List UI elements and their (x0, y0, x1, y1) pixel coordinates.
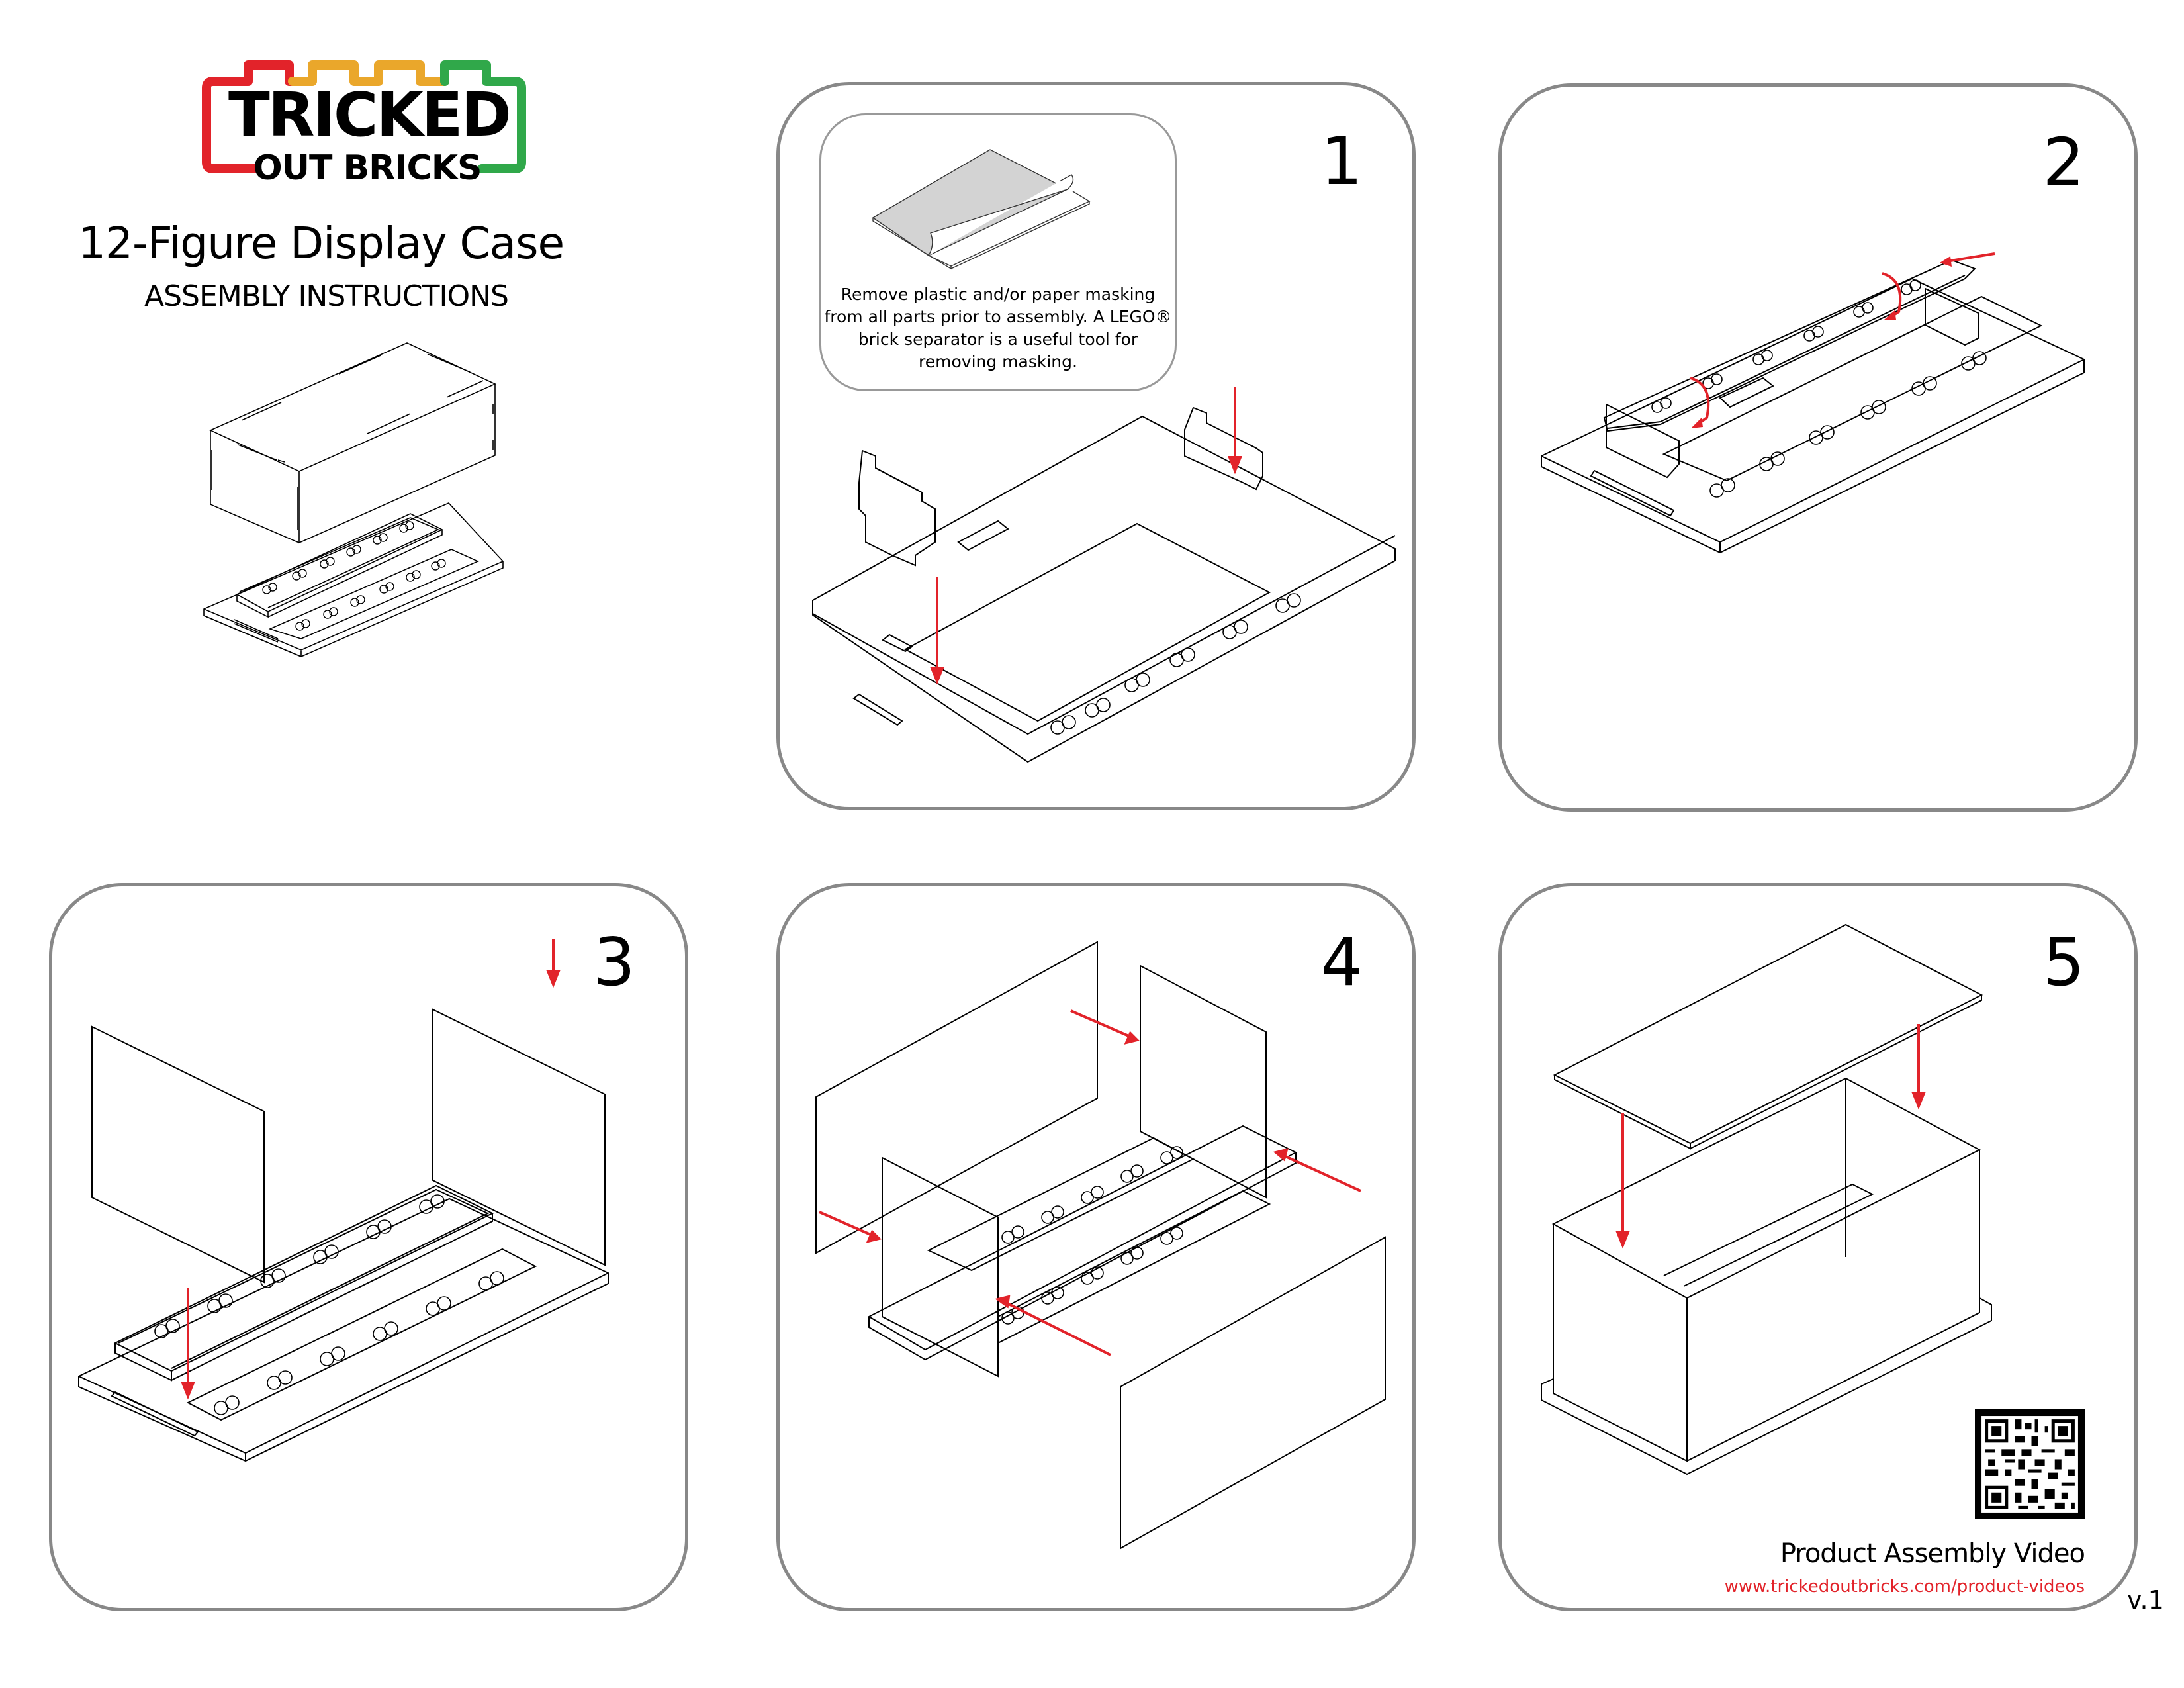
document-title: 12-Figure Display Case (78, 218, 565, 269)
brick-outline-icon (202, 60, 526, 173)
step5-illustration (1541, 923, 1992, 1476)
insert-arrows (181, 939, 561, 1400)
step-panel-2: 2 (1498, 83, 2138, 812)
video-url-link[interactable]: www.trickedoutbricks.com/product-videos (1724, 1577, 2085, 1597)
step-panel-3: 3 (49, 883, 688, 1611)
step4-illustration (815, 941, 1386, 1550)
peel-masking-icon (872, 149, 1091, 270)
step-number: 1 (1320, 122, 1363, 200)
qr-code-icon[interactable] (1975, 1409, 2085, 1519)
step1-illustration (812, 406, 1396, 763)
step-number: 2 (2042, 124, 2085, 201)
step-number: 4 (1320, 923, 1363, 1001)
step-number: 3 (593, 923, 635, 1001)
step3-illustration (78, 1008, 609, 1462)
insert-arrows (930, 387, 1242, 685)
attach-arrows (819, 1009, 1361, 1356)
version-label: v.1 (2127, 1585, 2164, 1615)
document-subtitle: ASSEMBLY INSTRUCTIONS (144, 279, 509, 313)
lid-arrows (1615, 1024, 1926, 1249)
masking-note-text: Remove plastic and/or paper masking from… (824, 285, 1172, 371)
brand-name-line2: OUT BRICKS (253, 148, 482, 188)
masking-note-box: Remove plastic and/or paper masking from… (819, 113, 1177, 391)
brand-logo: TRICKED OUT BRICKS (199, 52, 536, 191)
video-label: Product Assembly Video (1780, 1538, 2085, 1569)
step-panel-5: 5 (1498, 883, 2138, 1611)
step-panel-4: 4 (776, 883, 1416, 1611)
step-panel-1: 1 Remove plastic and/or paper masking fr… (776, 82, 1416, 810)
overview-illustration (192, 331, 563, 808)
slide-rotate-arrows (1690, 252, 1995, 428)
brand-name-line1: TRICKED (228, 79, 512, 150)
step-number: 5 (2042, 923, 2085, 1001)
